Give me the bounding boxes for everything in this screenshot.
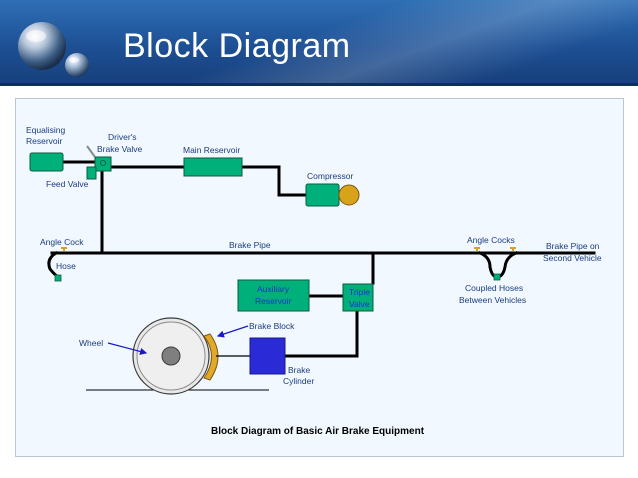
label-coupled-hoses-2: Between Vehicles (459, 295, 526, 305)
label-equalising-reservoir-2: Reservoir (26, 136, 63, 146)
label-brake-pipe: Brake Pipe (229, 240, 271, 250)
drivers-brake-valve-handle (86, 145, 96, 158)
triple-to-cylinder-pipe (283, 297, 359, 358)
wheel-pointer-arrow (107, 342, 148, 355)
label-auxiliary-reservoir-2: Reservoir (255, 296, 292, 306)
slide-header: Block Diagram (0, 0, 638, 86)
angle-cock-right-1-handle (474, 247, 480, 251)
label-coupled-hoses-1: Coupled Hoses (465, 283, 523, 293)
header-light-streak (140, 0, 638, 86)
coupled-hose-curve (478, 251, 518, 279)
label-triple-valve-1: Triple (349, 287, 370, 297)
label-drivers-brake-valve-2: Brake Valve (97, 144, 142, 154)
brake-block-pointer-arrow (216, 325, 249, 338)
triple-valve (342, 283, 374, 312)
angle-cock-right-2-handle (510, 247, 516, 251)
air-brake-diagram: Equalising Reservoir Driver's Brake Valv… (26, 125, 602, 437)
label-wheel: Wheel (79, 338, 103, 348)
wheel-hub (161, 346, 181, 366)
label-angle-cock: Angle Cock (40, 237, 84, 247)
label-equalising-reservoir-1: Equalising (26, 125, 65, 135)
label-compressor: Compressor (307, 171, 353, 181)
feed-valve (86, 166, 97, 180)
label-hose: Hose (56, 261, 76, 271)
diagram-caption: Block Diagram of Basic Air Brake Equipme… (211, 426, 425, 437)
slide-title: Block Diagram (123, 27, 351, 65)
label-main-reservoir: Main Reservoir (183, 145, 240, 155)
label-triple-valve-2: Valve (349, 299, 370, 309)
main-reservoir (183, 157, 243, 177)
drivers-brake-valve-knob (100, 160, 106, 166)
auxiliary-reservoir (237, 279, 310, 312)
diagram-panel: Equalising Reservoir Driver's Brake Valv… (15, 98, 624, 457)
label-brake-pipe-second-vehicle-2: Second Vehicle (543, 253, 602, 263)
hose-left-end (54, 274, 62, 282)
label-brake-cylinder-1: Brake (288, 365, 310, 375)
compressor-dome (338, 184, 360, 206)
brake-cylinder (249, 337, 286, 375)
main-reservoir-to-compressor-pipe (240, 165, 308, 197)
drivers-brake-valve (94, 156, 112, 172)
equalising-reservoir (29, 152, 64, 172)
coupled-hose-joint (493, 273, 501, 281)
compressor-body (305, 183, 340, 207)
globe-logo-icon (18, 22, 89, 77)
label-feed-valve: Feed Valve (46, 179, 89, 189)
brake-block (203, 333, 219, 381)
label-brake-pipe-second-vehicle-1: Brake Pipe on (546, 241, 600, 251)
header-bottom-rule (0, 83, 638, 86)
label-brake-cylinder-2: Cylinder (283, 376, 314, 386)
label-brake-block: Brake Block (249, 321, 295, 331)
label-auxiliary-reservoir-1: Auxiliary (257, 284, 290, 294)
label-angle-cocks: Angle Cocks (467, 235, 515, 245)
label-drivers-brake-valve-1: Driver's (108, 132, 137, 142)
angle-cock-left-handle (61, 247, 67, 251)
